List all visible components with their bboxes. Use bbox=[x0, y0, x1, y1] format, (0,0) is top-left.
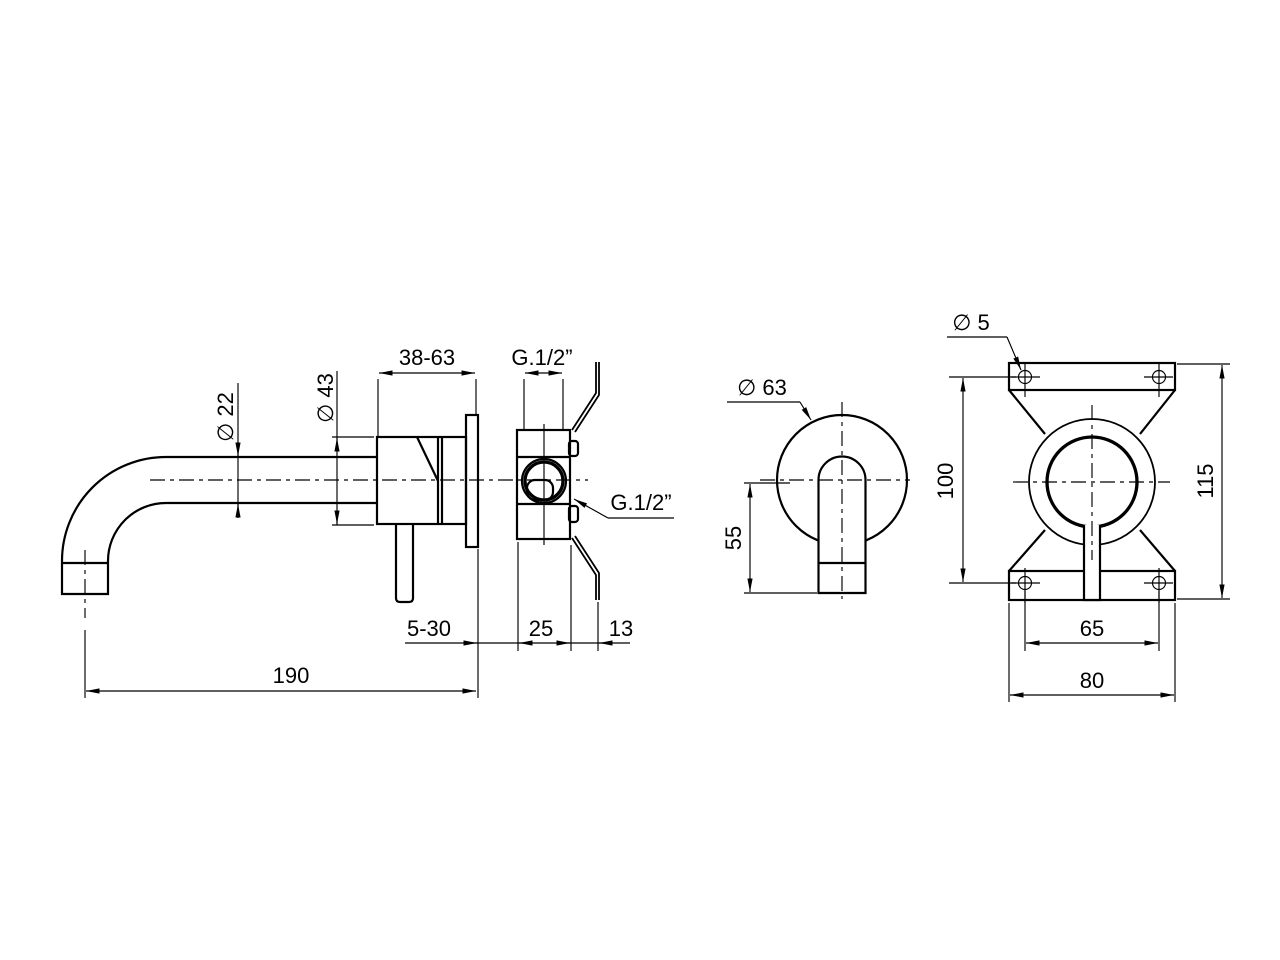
mount-handle-stem bbox=[1082, 525, 1102, 602]
leader-side-thread-arrow bbox=[573, 498, 609, 519]
label-hole-spacing-vertical: 100 bbox=[933, 463, 958, 500]
side-view-geometry bbox=[60, 362, 600, 618]
mount-side-bottom-left bbox=[1008, 529, 1046, 572]
wall-flange bbox=[464, 413, 480, 549]
bracket-top-edge-inner bbox=[571, 362, 597, 431]
body-chamfer-line bbox=[416, 436, 439, 482]
label-spout-drop: 55 bbox=[721, 526, 746, 550]
handle-lever bbox=[394, 524, 415, 604]
label-wall-range: 5-30 bbox=[407, 616, 451, 641]
label-side-thread: G.1/2” bbox=[610, 490, 671, 515]
side-view: 38-63 G.1/2” ∅ 43 ∅ 22 bbox=[60, 345, 674, 698]
label-depth-range: 38-63 bbox=[399, 345, 455, 370]
label-hole-spacing-horizontal: 65 bbox=[1080, 616, 1104, 641]
label-body-diameter: ∅ 43 bbox=[313, 373, 338, 423]
spout-outline bbox=[60, 455, 377, 596]
label-spout-diameter: ∅ 22 bbox=[213, 392, 238, 442]
mount-side-top-left bbox=[1008, 389, 1046, 435]
bracket-bottom-edge-outer bbox=[574, 535, 600, 600]
label-spout-reach: 190 bbox=[273, 663, 310, 688]
mount-view: 100 115 65 80 ∅ 5 bbox=[933, 310, 1230, 702]
valve-tab-bottom bbox=[567, 504, 580, 524]
label-valve-width: 25 bbox=[529, 616, 553, 641]
label-overall-height: 115 bbox=[1193, 463, 1218, 498]
valve-tab-top bbox=[567, 439, 580, 458]
side-view-dimensions: 38-63 G.1/2” ∅ 43 ∅ 22 bbox=[84, 345, 674, 698]
bracket-bottom-edge-inner bbox=[571, 537, 597, 600]
mount-view-dimensions: 100 115 65 80 ∅ 5 bbox=[933, 310, 1230, 702]
mount-side-top-right bbox=[1139, 389, 1176, 435]
label-screw-diameter: ∅ 5 bbox=[952, 310, 990, 335]
label-overall-width: 80 bbox=[1080, 668, 1104, 693]
bracket-top-edge-outer bbox=[574, 362, 600, 433]
label-escutcheon-diameter: ∅ 63 bbox=[737, 375, 787, 400]
front-view-geometry bbox=[760, 402, 910, 599]
inlet-port-detail bbox=[525, 478, 555, 502]
front-view-dimensions: 55 ∅ 63 bbox=[721, 375, 817, 594]
label-bracket-offset: 13 bbox=[609, 616, 633, 641]
front-view: 55 ∅ 63 bbox=[721, 375, 910, 599]
label-top-thread: G.1/2” bbox=[511, 345, 572, 370]
mount-side-bottom-right bbox=[1139, 529, 1176, 572]
mount-view-geometry bbox=[1007, 361, 1177, 603]
leader-escutcheon-arrow bbox=[799, 401, 812, 421]
leader-screw-arrow bbox=[1006, 336, 1022, 371]
